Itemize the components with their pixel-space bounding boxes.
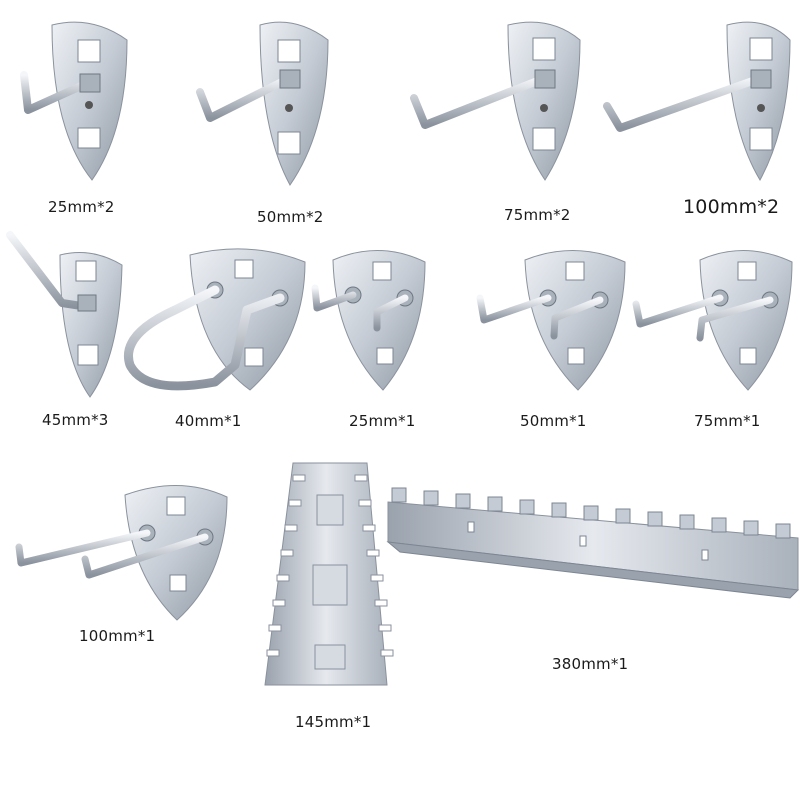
double-hook-icon: [15, 484, 228, 621]
item-label: 75mm*1: [694, 412, 761, 430]
double-hook-50mm: 50mm*1: [470, 240, 635, 440]
wrench-rack-icon: [264, 462, 394, 686]
angled-hook-icon: [6, 231, 123, 398]
hook-45mm-angled: 45mm*3: [0, 225, 140, 435]
double-hook-icon: [311, 250, 426, 391]
item-label: 100mm*1: [79, 627, 156, 645]
item-label: 380mm*1: [552, 655, 629, 673]
item-label: 75mm*2: [504, 206, 571, 224]
double-hook-100mm: 100mm*1: [5, 475, 235, 655]
hook-75mm: 75mm*2: [400, 10, 600, 224]
hook-50mm: 50mm*2: [190, 10, 340, 226]
single-hook-icon: [603, 21, 791, 182]
double-hook-75mm: 75mm*1: [630, 240, 800, 440]
hook-25mm: 25mm*2: [10, 10, 160, 216]
item-label: 25mm*1: [349, 412, 416, 430]
single-hook-icon: [20, 21, 128, 181]
item-label: 25mm*2: [48, 198, 115, 216]
item-label: 40mm*1: [175, 412, 242, 430]
double-hook-25mm: 25mm*1: [305, 240, 440, 440]
double-hook-icon: [476, 249, 626, 391]
socket-rail: 380mm*1: [380, 480, 800, 690]
item-label: 45mm*3: [42, 411, 109, 429]
double-hook-icon: [632, 250, 793, 391]
item-label: 50mm*2: [257, 208, 324, 226]
item-label: 50mm*1: [520, 412, 587, 430]
item-label: 100mm*2: [683, 196, 780, 218]
single-hook-icon: [196, 21, 329, 186]
loop-hook-icon: [124, 248, 306, 391]
wrench-rack: 145mm*1: [255, 455, 395, 745]
hook-40mm-loop: 40mm*1: [115, 240, 315, 440]
item-label: 145mm*1: [295, 713, 372, 731]
socket-rail-icon: [386, 487, 800, 599]
single-hook-icon: [410, 21, 581, 181]
hook-100mm: 100mm*2: [595, 10, 800, 220]
